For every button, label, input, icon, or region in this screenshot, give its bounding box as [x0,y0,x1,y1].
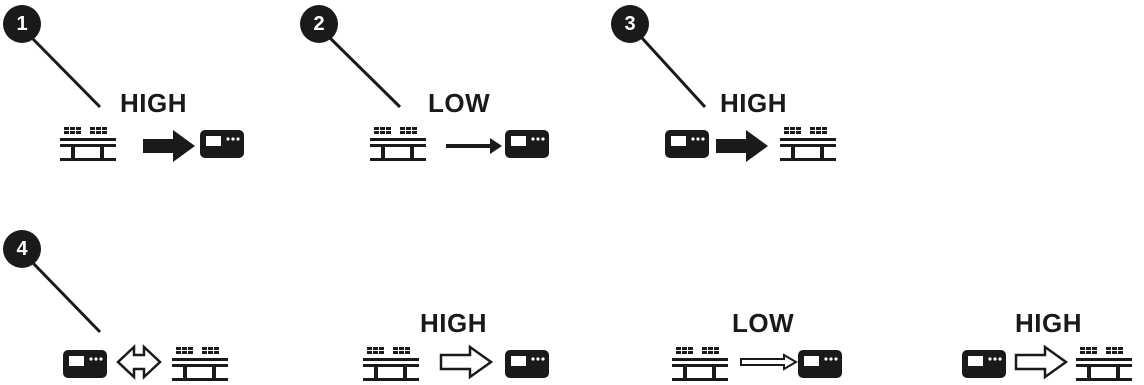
step-3-level-label: HIGH [720,88,787,118]
variant-2-flow-arrow-icon [740,354,797,370]
variant-2-level-label: LOW [732,308,795,338]
step-2-solar-array-icon [370,127,426,161]
step-4-solar-array-icon [172,347,228,381]
step-2-leader-line [328,36,402,109]
step-1-charger-icon [200,130,244,158]
variant-1-charger-icon [505,350,549,378]
step-4-flow-arrow-icon [116,345,162,379]
step-2-charger-icon [505,130,549,158]
step-badge-1: 1 [3,5,41,43]
step-3-leader-line [640,36,707,109]
variant-3-solar-array-icon [1076,347,1132,381]
step-badge-3: 3 [611,5,649,43]
step-1-solar-array-icon [60,127,116,161]
variant-2-solar-array-icon [672,347,728,381]
variant-1-level-label: HIGH [420,308,487,338]
step-3-charger-icon [665,130,709,158]
step-2-flow-arrow-icon [446,138,502,154]
variant-3-level-label: HIGH [1015,308,1082,338]
step-1-leader-line [30,36,102,109]
step-3-solar-array-icon [780,127,836,161]
variant-3-charger-icon [962,350,1006,378]
variant-1-solar-array-icon [363,347,419,381]
step-badge-2: 2 [300,5,338,43]
step-3-flow-arrow-icon [716,130,768,162]
step-4-charger-icon [63,350,107,378]
step-1-level-label: HIGH [120,88,187,118]
step-2-level-label: LOW [428,88,491,118]
variant-2-charger-icon [798,350,842,378]
step-4-leader-line [30,260,102,334]
variant-1-flow-arrow-icon [439,345,493,379]
variant-3-flow-arrow-icon [1014,345,1068,379]
step-badge-4: 4 [3,230,41,268]
step-1-flow-arrow-icon [143,130,195,162]
